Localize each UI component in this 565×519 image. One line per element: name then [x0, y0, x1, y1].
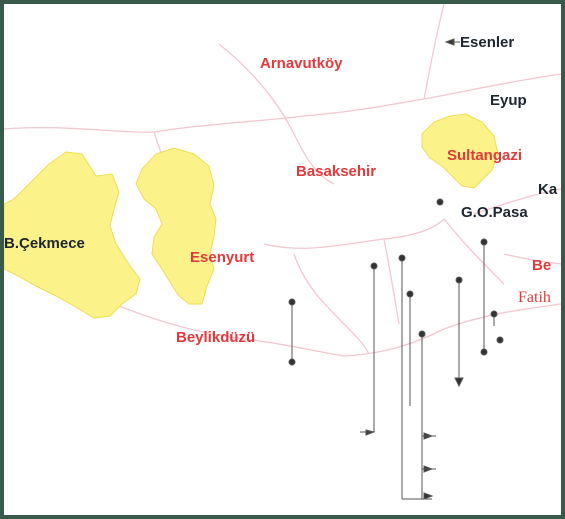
route-pin	[398, 254, 406, 262]
label-fatih: Fatih	[518, 289, 551, 306]
district-labels: Arnavutköy Esenler Eyup Sultangazi Basak…	[4, 34, 558, 346]
label-sultangazi: Sultangazi	[447, 147, 522, 164]
route-pin	[406, 290, 414, 298]
route-arrow	[423, 492, 434, 500]
label-ka: Ka	[538, 181, 558, 198]
label-esenler: Esenler	[460, 34, 514, 51]
boundary-mid-3	[443, 218, 505, 285]
district-bcekmece-shape	[4, 151, 141, 319]
route-lines	[288, 38, 504, 500]
boundary-basaksehir-south	[263, 218, 445, 249]
boundary-coast-east	[343, 303, 561, 357]
label-be: Be	[532, 257, 551, 274]
route-pin	[480, 348, 488, 356]
route-pin	[288, 298, 296, 306]
district-map: Arnavutköy Esenler Eyup Sultangazi Basak…	[4, 4, 561, 500]
boundary-east-2	[503, 253, 561, 265]
label-gopasa: G.O.Pasa	[461, 204, 528, 221]
boundary-mid-1	[293, 253, 370, 355]
district-esenyurt-shape	[135, 147, 217, 305]
route-pin	[288, 358, 296, 366]
route-pin	[436, 198, 444, 206]
route-pin	[370, 262, 378, 270]
label-arnavutkoy: Arnavutköy	[260, 55, 343, 72]
highlighted-districts	[4, 113, 499, 319]
boundary-mid-2	[383, 238, 400, 325]
district-sultangazi-shape	[421, 113, 499, 189]
district-boundaries	[4, 4, 561, 357]
route-pin	[496, 336, 504, 344]
label-bcekmece: B.Çekmece	[4, 235, 85, 252]
label-basaksehir: Basaksehir	[296, 163, 376, 180]
boundary-north	[4, 73, 561, 133]
label-esenyurt: Esenyurt	[190, 249, 254, 266]
boundary-arnavutkoy-basaksehir	[218, 43, 335, 185]
boundary-north-east	[423, 4, 445, 100]
label-beylikduzu: Beylikdüzü	[176, 329, 255, 346]
boundary-coast-west	[113, 303, 345, 357]
boundary-east-1	[473, 188, 561, 215]
route-pin	[455, 276, 463, 284]
route-pin	[490, 310, 498, 318]
route-pin	[418, 330, 426, 338]
route-arrow	[454, 377, 464, 388]
route-pin	[480, 238, 488, 246]
label-eyup: Eyup	[490, 92, 527, 109]
